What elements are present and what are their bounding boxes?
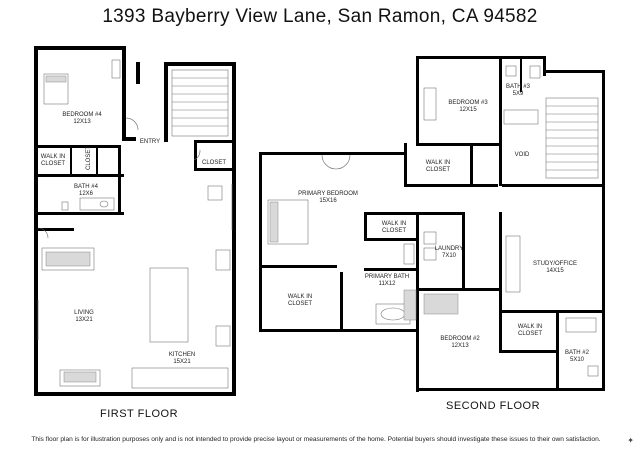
room-bedroom4-name: BEDROOM #4 [62,112,102,118]
brand-mark-icon: ✦ [627,436,634,445]
room-walkin6-line1: WALK IN [518,324,542,330]
room-bedroom2-size: 12X13 [451,343,469,349]
disclaimer-text: This floor plan is for illustration purp… [31,436,601,443]
room-walkin2-line2: CLOSET [288,301,312,307]
room-bath3-name: BATH #3 [506,84,531,90]
second-floor-label: SECOND FLOOR [446,400,541,412]
room-bedroom4-size: 12X13 [73,119,91,125]
room-laundry-size: 7X10 [442,253,457,259]
room-walkin1-line2: CLOSET [41,161,65,167]
room-walkin3-line2: CLOSET [382,228,406,234]
room-bedroom2-name: BEDROOM #2 [440,336,480,342]
room-primary-bath-size: 11X12 [379,281,397,287]
room-walkin1-line1: WALK IN [41,154,65,160]
room-primary-bedroom-name: PRIMARY BEDROOM [298,191,358,197]
room-living-size: 13X21 [75,317,93,323]
room-bath4-name: BATH #4 [74,184,99,190]
room-void-name: VOID [515,152,530,158]
room-closet1-name: CLOSET [86,146,92,170]
room-primary-bedroom-size: 15X16 [319,198,337,204]
room-entry-name: ENTRY [140,139,160,145]
room-kitchen-name: KITCHEN [169,352,195,358]
room-laundry-name: LAUNDRY [435,246,464,252]
room-walkin3-line1: WALK IN [382,221,406,227]
room-bedroom3-size: 12X15 [459,107,477,113]
room-living-name: LIVING [74,310,94,316]
room-bath4-size: 12X6 [79,191,94,197]
room-bath3-size: 5X9 [513,91,524,97]
room-walkin2-line1: WALK IN [288,294,312,300]
room-primary-bath-name: PRIMARY BATH [365,274,409,280]
room-bath2-size: 5X10 [570,357,585,363]
room-walkin6-line2: CLOSET [518,331,542,337]
room-kitchen-size: 15X21 [173,359,191,365]
property-address: 1393 Bayberry View Lane, San Ramon, CA 9… [102,6,538,27]
room-bedroom3-name: BEDROOM #3 [448,100,488,106]
room-study-size: 14X15 [546,268,564,274]
room-study-name: STUDY/OFFICE [533,261,577,267]
first-floor-plan [34,46,236,396]
room-walkin5-line1: WALK IN [426,160,450,166]
room-bath2-name: BATH #2 [565,350,590,356]
room-walkin5-line2: CLOSET [426,167,450,173]
second-floor-plan [259,56,605,392]
room-closet2-name: CLOSET [202,160,226,166]
first-floor-label: FIRST FLOOR [100,408,179,420]
